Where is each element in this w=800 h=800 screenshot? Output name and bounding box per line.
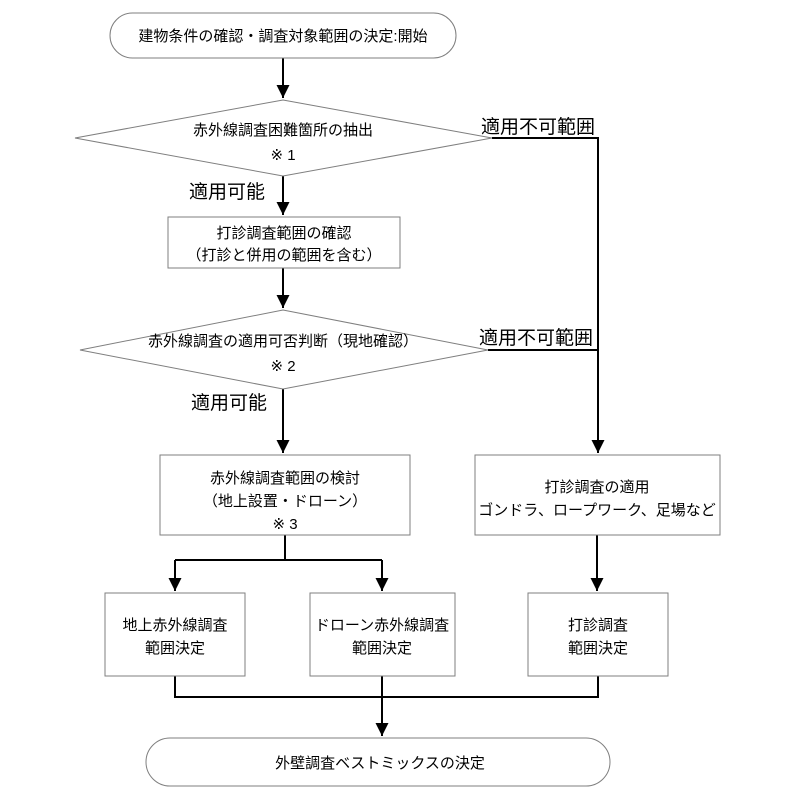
node-end-terminator: 外壁調査ベストミックスの決定 xyxy=(145,737,611,787)
node-process1: 打診調査範囲の確認 （打診と併用の範囲を含む） xyxy=(167,216,401,269)
label-not-applicable-1: 適用不可範囲 xyxy=(481,116,595,138)
result1-line1: 地上赤外線調査 xyxy=(122,617,227,634)
node-process3: 打診調査の適用 ゴンドラ、ロープワーク、足場など xyxy=(474,454,721,536)
start-terminator-shape xyxy=(109,12,457,59)
result2-line1: ドローン赤外線調査 xyxy=(315,617,449,634)
process2-line1: 赤外線調査範囲の検討 xyxy=(210,469,360,487)
result1-line2: 範囲決定 xyxy=(145,639,205,657)
process2-line2: （地上設置・ドローン） xyxy=(203,493,367,510)
process1-shape xyxy=(167,216,401,269)
result2-line2: 範囲決定 xyxy=(352,639,412,657)
decision2-text: 赤外線調査の適用可否判断（現地確認） xyxy=(148,332,418,350)
decision1-text: 赤外線調査困難箇所の抽出 xyxy=(193,122,373,139)
decision2-note: ※ 2 xyxy=(270,358,295,375)
node-decision2: 赤外線調査の適用可否判断（現地確認） ※ 2 xyxy=(79,309,489,390)
label-not-applicable-2: 適用不可範囲 xyxy=(479,327,593,349)
end-terminator-text: 外壁調査ベストミックスの決定 xyxy=(275,755,485,772)
process1-line2: （打診と併用の範囲を含む） xyxy=(186,246,381,264)
node-result2: ドローン赤外線調査 範囲決定 xyxy=(309,592,456,677)
process2-shape xyxy=(159,454,411,536)
decision2-diamond-shape xyxy=(79,309,489,390)
process3-shape xyxy=(474,454,721,536)
label-applicable-1: 適用可能 xyxy=(189,181,265,203)
result3-shape xyxy=(527,592,669,677)
result1-shape xyxy=(104,592,246,677)
process3-line1: 打診調査の適用 xyxy=(544,478,649,496)
node-start-terminator: 建物条件の確認・調査対象範囲の決定:開始 xyxy=(109,12,457,59)
end-terminator-shape xyxy=(145,737,611,787)
decision1-diamond-shape xyxy=(74,99,493,177)
node-result3: 打診調査 範囲決定 xyxy=(527,592,669,677)
edge-decision1-notapplicable-to-process3 xyxy=(492,137,605,453)
result3-line2: 範囲決定 xyxy=(568,639,628,657)
node-decision1: 赤外線調査困難箇所の抽出 ※ 1 xyxy=(74,99,493,177)
process1-line1: 打診調査範囲の確認 xyxy=(216,224,351,242)
label-applicable-2: 適用可能 xyxy=(191,392,267,414)
process3-line2: ゴンドラ、ロープワーク、足場など xyxy=(478,501,715,519)
decision1-note: ※ 1 xyxy=(270,147,295,164)
process2-note: ※ 3 xyxy=(272,516,297,533)
start-terminator-text: 建物条件の確認・調査対象範囲の決定:開始 xyxy=(138,27,427,45)
result2-shape xyxy=(309,592,456,677)
result3-line1: 打診調査 xyxy=(568,617,628,634)
node-process2: 赤外線調査範囲の検討 （地上設置・ドローン） ※ 3 xyxy=(159,454,411,536)
node-result1: 地上赤外線調査 範囲決定 xyxy=(104,592,246,677)
